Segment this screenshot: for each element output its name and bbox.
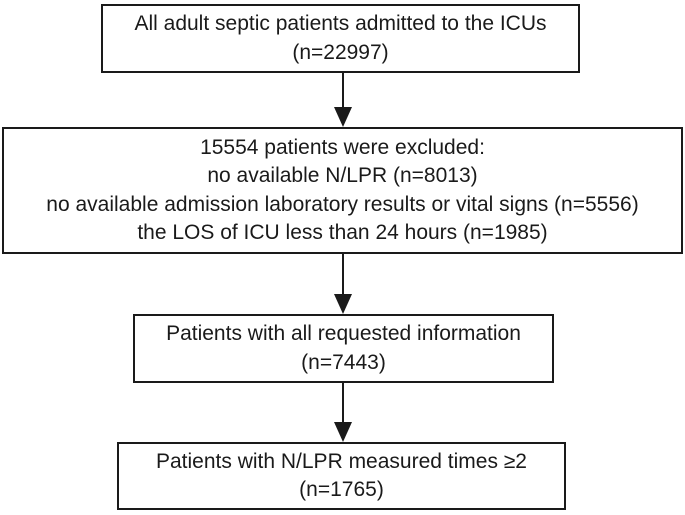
down-arrow-icon xyxy=(334,383,352,442)
flow-box-text-line: Patients with all requested information xyxy=(166,322,521,345)
flow-box-text-line: no available N/LPR (n=8013) xyxy=(207,164,478,187)
arrow-shaft xyxy=(342,383,344,436)
down-arrow-icon xyxy=(334,254,352,314)
flow-box-text-line: no available admission laboratory result… xyxy=(46,192,639,216)
flow-box-all-admitted: All adult septic patients admitted to th… xyxy=(101,4,580,73)
flow-box-text-line: 15554 patients were excluded: xyxy=(200,135,485,159)
arrow-head xyxy=(334,422,352,442)
flow-box-count: (n=7443) xyxy=(301,350,386,374)
flow-box-count: (n=22997) xyxy=(292,40,389,64)
flow-box-count: (n=1765) xyxy=(299,478,384,501)
flow-box-text-line: All adult septic patients admitted to th… xyxy=(134,12,547,35)
flow-box-requested-information: Patients with all requested information … xyxy=(133,314,554,383)
arrow-shaft xyxy=(342,73,344,121)
down-arrow-icon xyxy=(334,73,352,127)
arrow-head xyxy=(334,294,352,314)
arrow-shaft xyxy=(342,254,344,308)
flow-box-excluded: 15554 patients were excluded: no availab… xyxy=(2,127,683,254)
flow-box-text-line: Patients with N/LPR measured times ≥2 xyxy=(155,449,527,473)
flow-box-text-line: the LOS of ICU less than 24 hours (n=198… xyxy=(137,221,548,244)
flow-box-final-cohort: Patients with N/LPR measured times ≥2 (n… xyxy=(117,442,566,510)
arrow-head xyxy=(334,107,352,127)
